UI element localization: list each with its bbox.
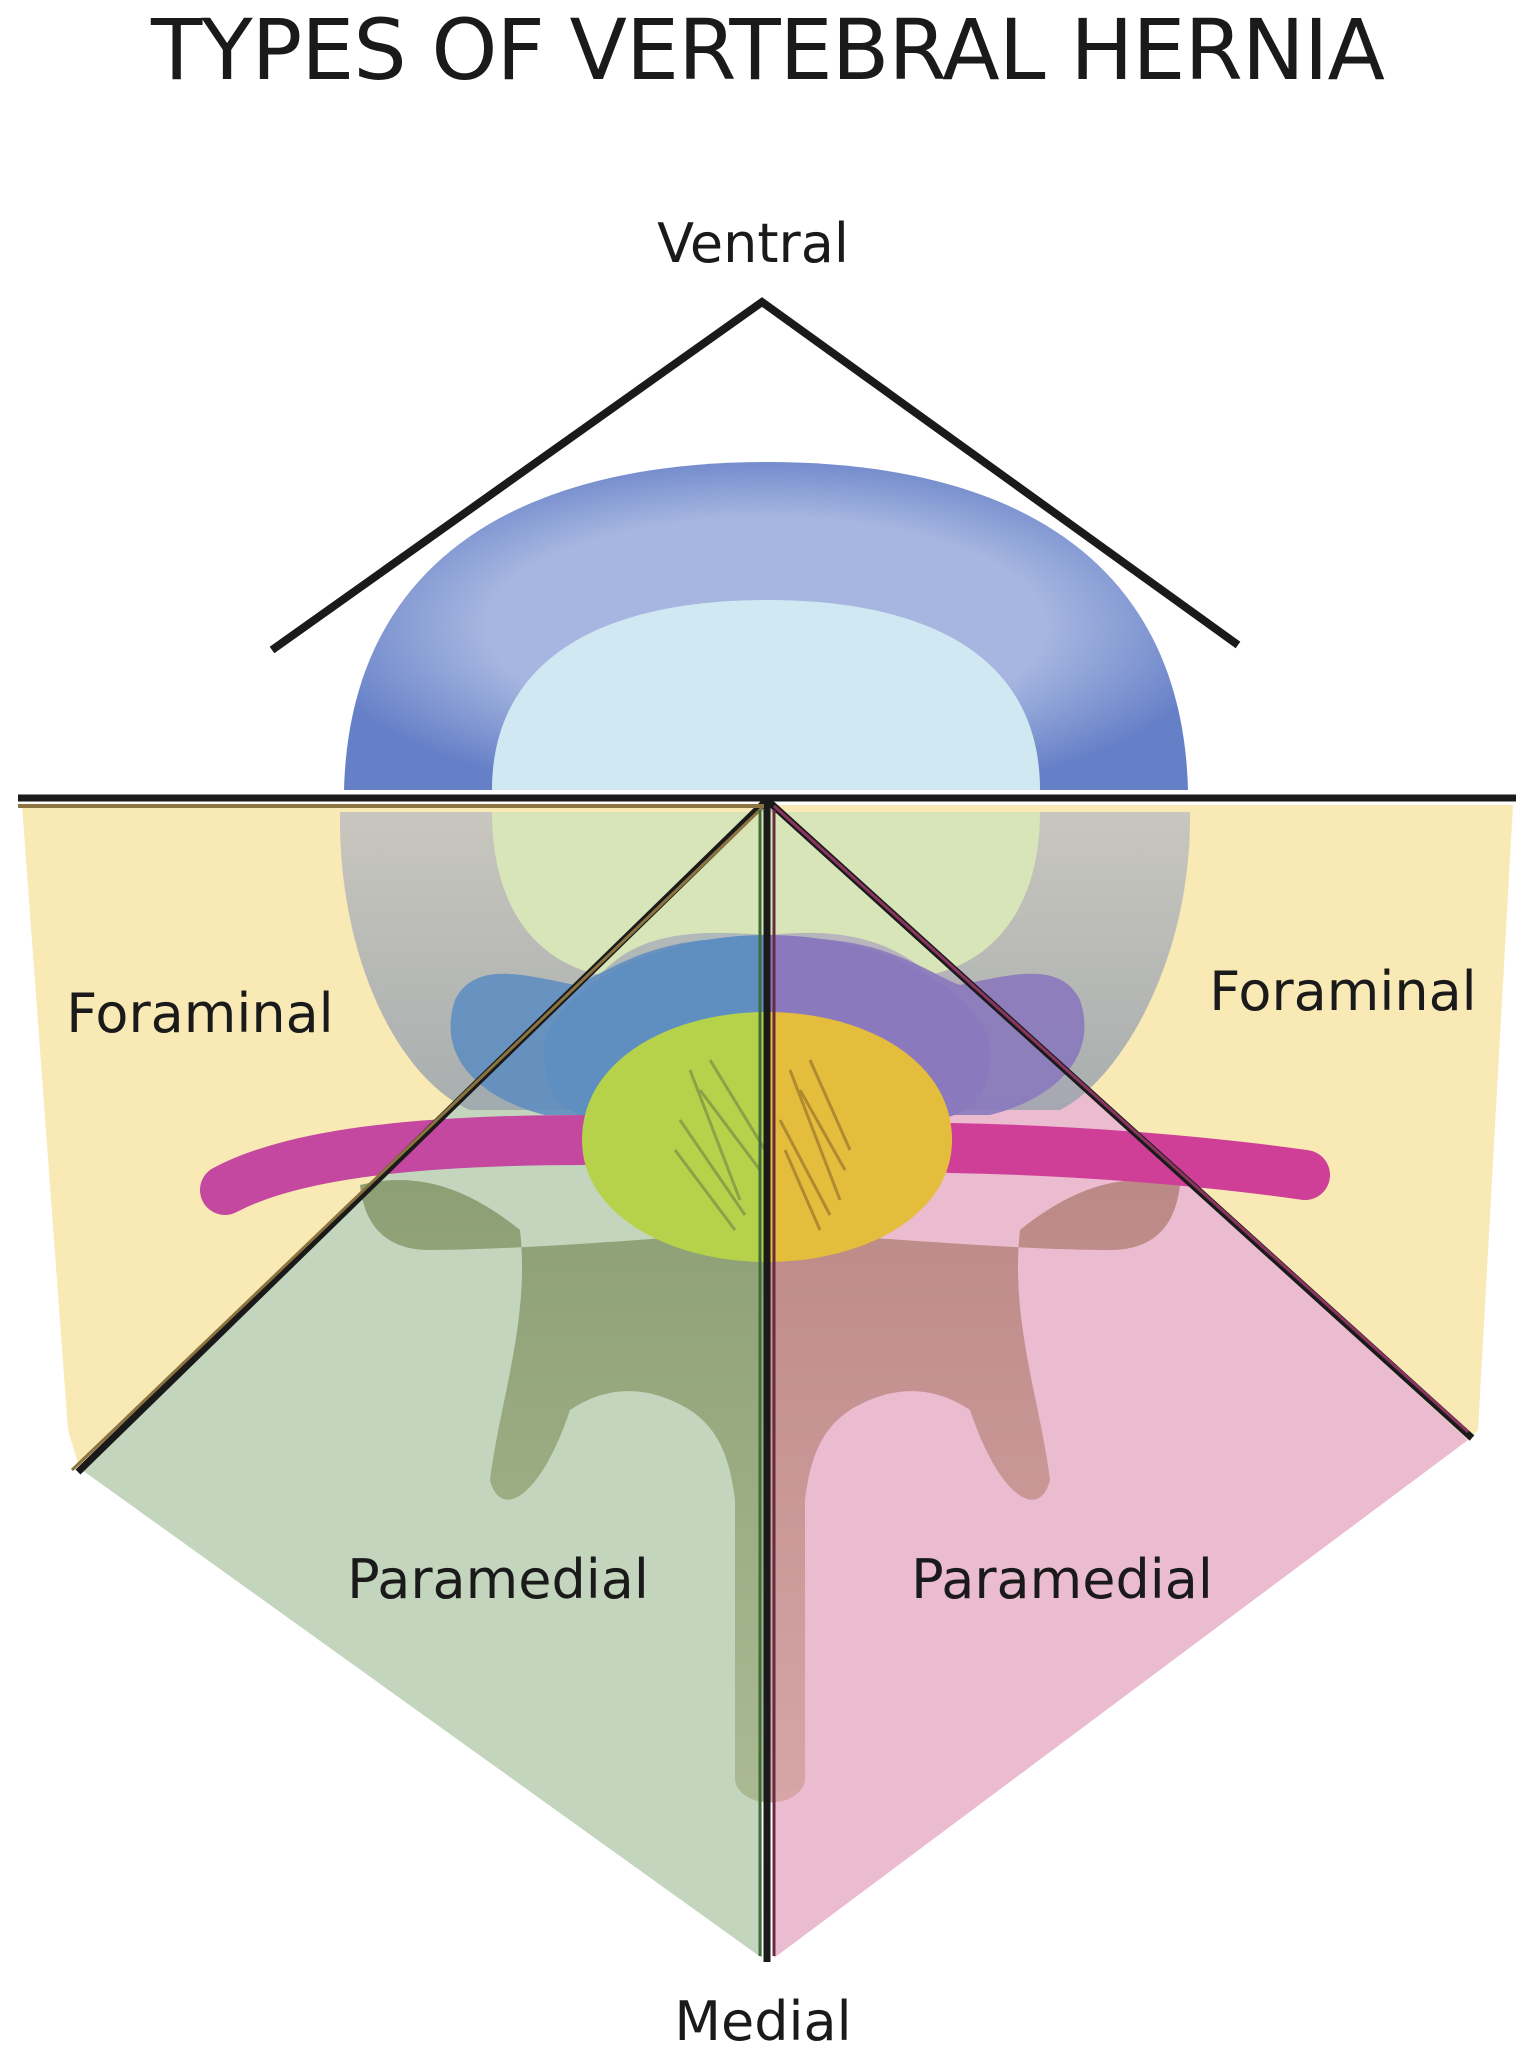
nerve-root-left	[200, 1115, 610, 1215]
label-medial: Medial	[674, 1990, 851, 2048]
page-title: TYPES OF VERTEBRAL HERNIA	[151, 1, 1385, 99]
vertebra-posterior-elements	[360, 1180, 1180, 1803]
ventral-chevron	[269, 297, 1241, 654]
spinal-cord-right	[767, 1012, 952, 1262]
label-foraminal-right: Foraminal	[1209, 960, 1476, 1023]
nerve-root-right	[925, 1123, 1330, 1200]
label-ventral: Ventral	[657, 212, 849, 275]
spinal-cord-left	[582, 1012, 767, 1262]
label-paramedial-right: Paramedial	[911, 1548, 1213, 1611]
label-foraminal-left: Foraminal	[66, 982, 333, 1045]
label-paramedial-left: Paramedial	[347, 1548, 649, 1611]
spinal-cord-grey-matter	[673, 1059, 852, 1231]
